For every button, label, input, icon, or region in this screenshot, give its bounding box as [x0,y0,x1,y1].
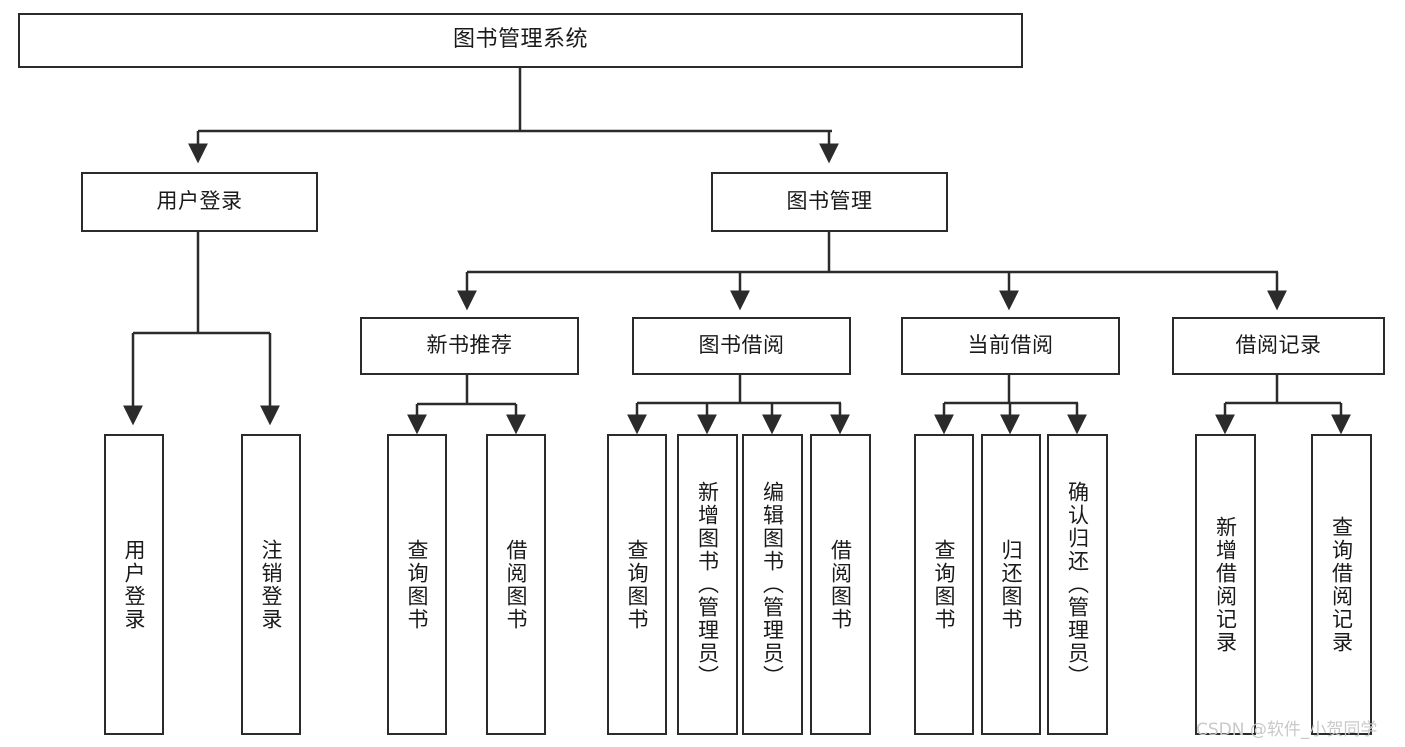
node-borrow-records[interactable]: 借阅记录 [1172,317,1385,375]
node-label: 注销登录 [259,538,284,631]
node-label: 归还图书 [999,538,1024,631]
node-label: 查询图书 [405,538,430,631]
leaf-borrow-borrow-book[interactable]: 借阅图书 [810,434,871,735]
node-label: 图书管理 [786,189,873,214]
leaf-newbook-query-book[interactable]: 查询图书 [387,434,447,735]
leaf-borrow-edit-book-admin[interactable]: 编辑图书（管理员） [742,434,803,735]
node-label: 借阅记录 [1235,333,1322,358]
node-label: 新增图书（管理员） [695,481,720,688]
node-label: 借阅图书 [828,538,853,631]
node-label: 编辑图书（管理员） [760,481,785,688]
node-label: 图书管理系统 [452,27,588,53]
node-label: 查询图书 [625,538,650,631]
leaf-borrow-query-book[interactable]: 查询图书 [607,434,667,735]
leaf-current-query-book[interactable]: 查询图书 [914,434,974,735]
node-label: 借阅图书 [504,538,529,631]
node-label: 查询图书 [932,538,957,631]
node-label: 新增借阅记录 [1213,515,1238,654]
node-label: 确认归还（管理员） [1065,481,1090,688]
leaf-records-add-record[interactable]: 新增借阅记录 [1195,434,1256,735]
node-book-borrow[interactable]: 图书借阅 [632,317,851,375]
leaf-records-query-record[interactable]: 查询借阅记录 [1311,434,1372,735]
leaf-user-logout[interactable]: 注销登录 [241,434,301,735]
node-current-borrow[interactable]: 当前借阅 [901,317,1120,375]
leaf-current-confirm-return-admin[interactable]: 确认归还（管理员） [1047,434,1108,735]
leaf-newbook-borrow-book[interactable]: 借阅图书 [486,434,546,735]
leaf-user-login[interactable]: 用户登录 [104,434,164,735]
node-root-system[interactable]: 图书管理系统 [18,13,1023,68]
leaf-current-return-book[interactable]: 归还图书 [981,434,1041,735]
node-label: 图书借阅 [698,333,785,358]
node-label: 新书推荐 [426,333,513,358]
node-label: 当前借阅 [967,333,1054,358]
watermark: CSDN @软件_小贺同学 [1196,720,1378,740]
leaf-borrow-add-book-admin[interactable]: 新增图书（管理员） [677,434,738,735]
node-new-book-recommend[interactable]: 新书推荐 [360,317,579,375]
node-label: 用户登录 [122,538,147,631]
node-book-management[interactable]: 图书管理 [711,172,948,232]
node-label: 查询借阅记录 [1329,515,1354,654]
node-label: 用户登录 [156,189,243,214]
node-user-login[interactable]: 用户登录 [81,172,318,232]
